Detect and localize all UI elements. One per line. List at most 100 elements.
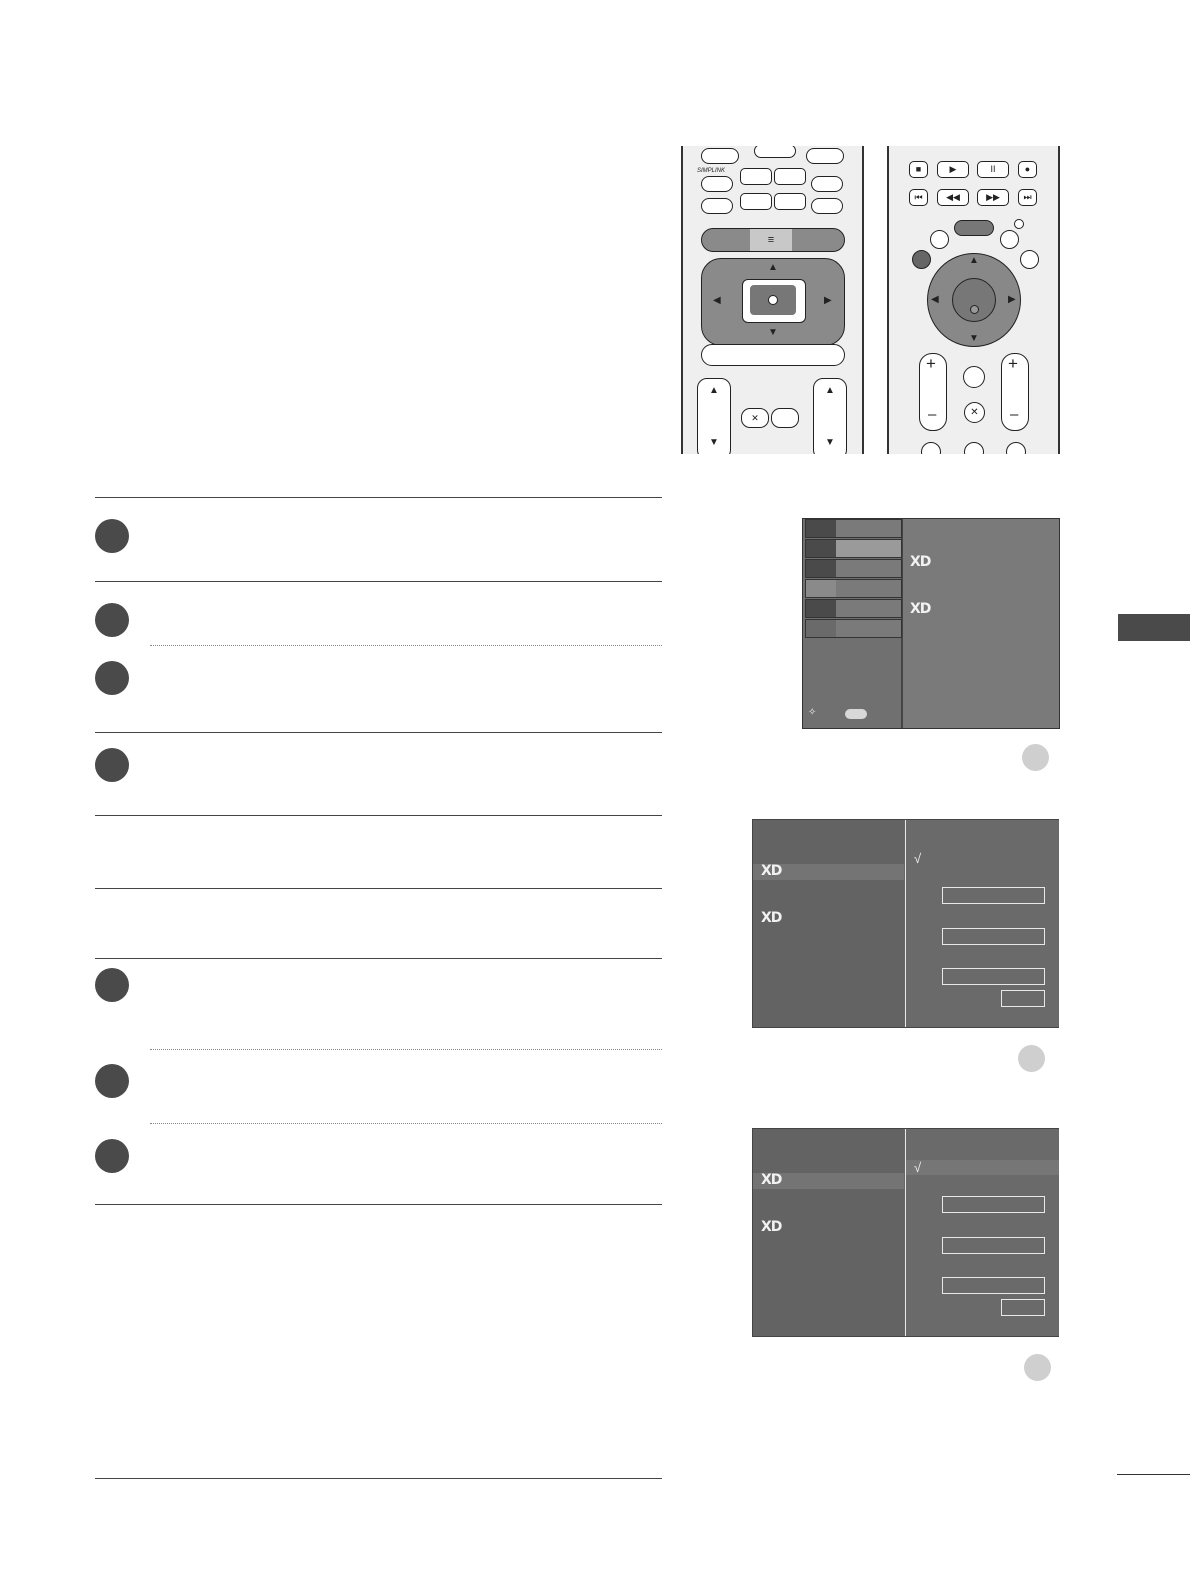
remote-button[interactable] xyxy=(701,148,739,164)
menu-screenshot-1: ✧ XD XD xyxy=(802,518,1060,729)
stop-button[interactable]: ■ xyxy=(909,161,928,178)
section-tab xyxy=(1118,614,1190,641)
nav-ring[interactable]: ▲ ▼ ◀ ▶ xyxy=(927,253,1021,347)
step-marker-7 xyxy=(95,1139,129,1173)
dotted-divider xyxy=(150,1123,662,1124)
menu-bar-button[interactable]: ≡ xyxy=(701,228,845,252)
record-button[interactable]: ● xyxy=(1018,161,1037,178)
menu-row-highlight xyxy=(906,1160,1059,1175)
menu-sidebar: ✧ xyxy=(803,519,903,728)
mute-icon[interactable]: ✕ xyxy=(964,402,985,423)
option-field[interactable] xyxy=(942,1277,1045,1294)
remote-button[interactable] xyxy=(774,168,806,185)
step-marker-6 xyxy=(95,1064,129,1098)
fast-forward-button[interactable]: ▶▶ xyxy=(977,189,1009,206)
volume-rocker[interactable]: ▲ ▼ xyxy=(697,378,731,454)
left-arrow-icon[interactable]: ◀ xyxy=(713,295,721,306)
section-rule xyxy=(95,1478,662,1479)
option-field[interactable] xyxy=(942,1237,1045,1254)
remote-button[interactable] xyxy=(921,442,941,454)
remote-button[interactable] xyxy=(771,408,799,428)
menu-item[interactable] xyxy=(805,519,902,538)
step-marker-3 xyxy=(95,661,129,695)
section-rule xyxy=(95,888,662,889)
ok-button[interactable] xyxy=(1001,1299,1045,1316)
right-arrow-icon[interactable]: ▶ xyxy=(824,295,832,306)
menu-item[interactable] xyxy=(805,579,902,598)
volume-rocker[interactable]: + – xyxy=(919,353,947,431)
section-rule xyxy=(95,497,662,498)
simplink-logo: SIMPLINK xyxy=(697,168,726,174)
remote-button[interactable] xyxy=(963,366,985,388)
remote-button[interactable] xyxy=(811,176,843,192)
option-field[interactable] xyxy=(942,887,1045,904)
figure-marker xyxy=(1022,744,1049,771)
figure-marker xyxy=(1024,1354,1051,1381)
down-arrow-icon[interactable]: ▼ xyxy=(768,327,778,338)
menu-row-highlight xyxy=(753,1173,904,1189)
ok-button[interactable] xyxy=(750,285,796,315)
minus-icon: – xyxy=(1010,406,1019,423)
remote-button[interactable] xyxy=(740,168,772,185)
menu-left-pane: XD XD xyxy=(753,820,904,1027)
remote-button[interactable] xyxy=(701,198,733,214)
menu-item[interactable] xyxy=(805,559,902,578)
xd-logo: XD xyxy=(910,554,931,570)
mute-icon[interactable]: ✕ xyxy=(741,408,769,428)
option-field[interactable] xyxy=(942,928,1045,945)
menu-left-pane: XD XD xyxy=(753,1129,904,1336)
prev-button[interactable]: ⏮ xyxy=(909,189,928,206)
dpad[interactable]: ▲ ▼ ◀ ▶ xyxy=(701,258,845,346)
pause-button[interactable]: II xyxy=(977,161,1009,178)
remote-button[interactable] xyxy=(774,193,806,210)
remote-button[interactable] xyxy=(930,230,949,249)
next-button[interactable]: ⏭ xyxy=(1018,189,1037,206)
remote-button[interactable] xyxy=(1020,250,1039,269)
remote-button[interactable] xyxy=(912,250,931,269)
menu-row-highlight xyxy=(753,864,904,880)
color-button-bar[interactable] xyxy=(701,344,845,366)
channel-rocker[interactable]: ▲ ▼ xyxy=(813,378,847,454)
play-button[interactable]: ▶ xyxy=(937,161,969,178)
section-rule xyxy=(95,958,662,959)
ok-button[interactable] xyxy=(1001,990,1045,1007)
rewind-button[interactable]: ◀◀ xyxy=(937,189,969,206)
xd-logo: XD xyxy=(761,1172,782,1188)
remote-left-panel: SIMPLINK ≡ ▲ ▼ ◀ ▶ ▲ ▼ ✕ ▲ ▼ xyxy=(681,146,864,454)
menu-item-selected[interactable] xyxy=(805,539,902,558)
remote-button[interactable] xyxy=(806,148,844,164)
step-marker-5 xyxy=(95,968,129,1002)
remote-button[interactable] xyxy=(811,198,843,214)
remote-button[interactable] xyxy=(701,176,733,192)
section-rule xyxy=(95,732,662,733)
section-rule xyxy=(95,1204,662,1205)
remote-button[interactable] xyxy=(964,442,984,454)
menu-key-badge xyxy=(845,709,867,719)
option-field[interactable] xyxy=(942,1196,1045,1213)
dotted-divider xyxy=(150,645,662,646)
check-icon: √ xyxy=(914,1160,922,1175)
channel-rocker[interactable]: + – xyxy=(1001,353,1029,431)
option-field[interactable] xyxy=(942,968,1045,985)
check-icon: √ xyxy=(914,851,922,866)
step-marker-2 xyxy=(95,603,129,637)
figure-marker xyxy=(1018,1045,1045,1072)
remote-button[interactable] xyxy=(1000,230,1019,249)
menu-button[interactable] xyxy=(954,220,994,236)
menu-item[interactable] xyxy=(805,599,902,618)
xd-logo: XD xyxy=(910,601,931,617)
section-rule xyxy=(95,815,662,816)
menu-right-pane: √ xyxy=(905,820,1059,1027)
step-marker-4 xyxy=(95,748,129,782)
plus-icon: + xyxy=(1008,354,1018,373)
up-arrow-icon[interactable]: ▲ xyxy=(768,262,778,273)
menu-item[interactable] xyxy=(805,619,902,638)
remote-right-panel: ■ ▶ II ● ⏮ ◀◀ ▶▶ ⏭ ▲ ▼ ◀ ▶ + – ✕ + – xyxy=(887,146,1060,454)
xd-logo: XD xyxy=(761,910,782,926)
xd-logo: XD xyxy=(761,863,782,879)
section-rule xyxy=(95,581,662,582)
remote-button[interactable] xyxy=(754,146,796,158)
ok-button[interactable] xyxy=(952,278,996,322)
remote-button[interactable] xyxy=(1006,442,1026,454)
remote-button[interactable] xyxy=(740,193,772,210)
